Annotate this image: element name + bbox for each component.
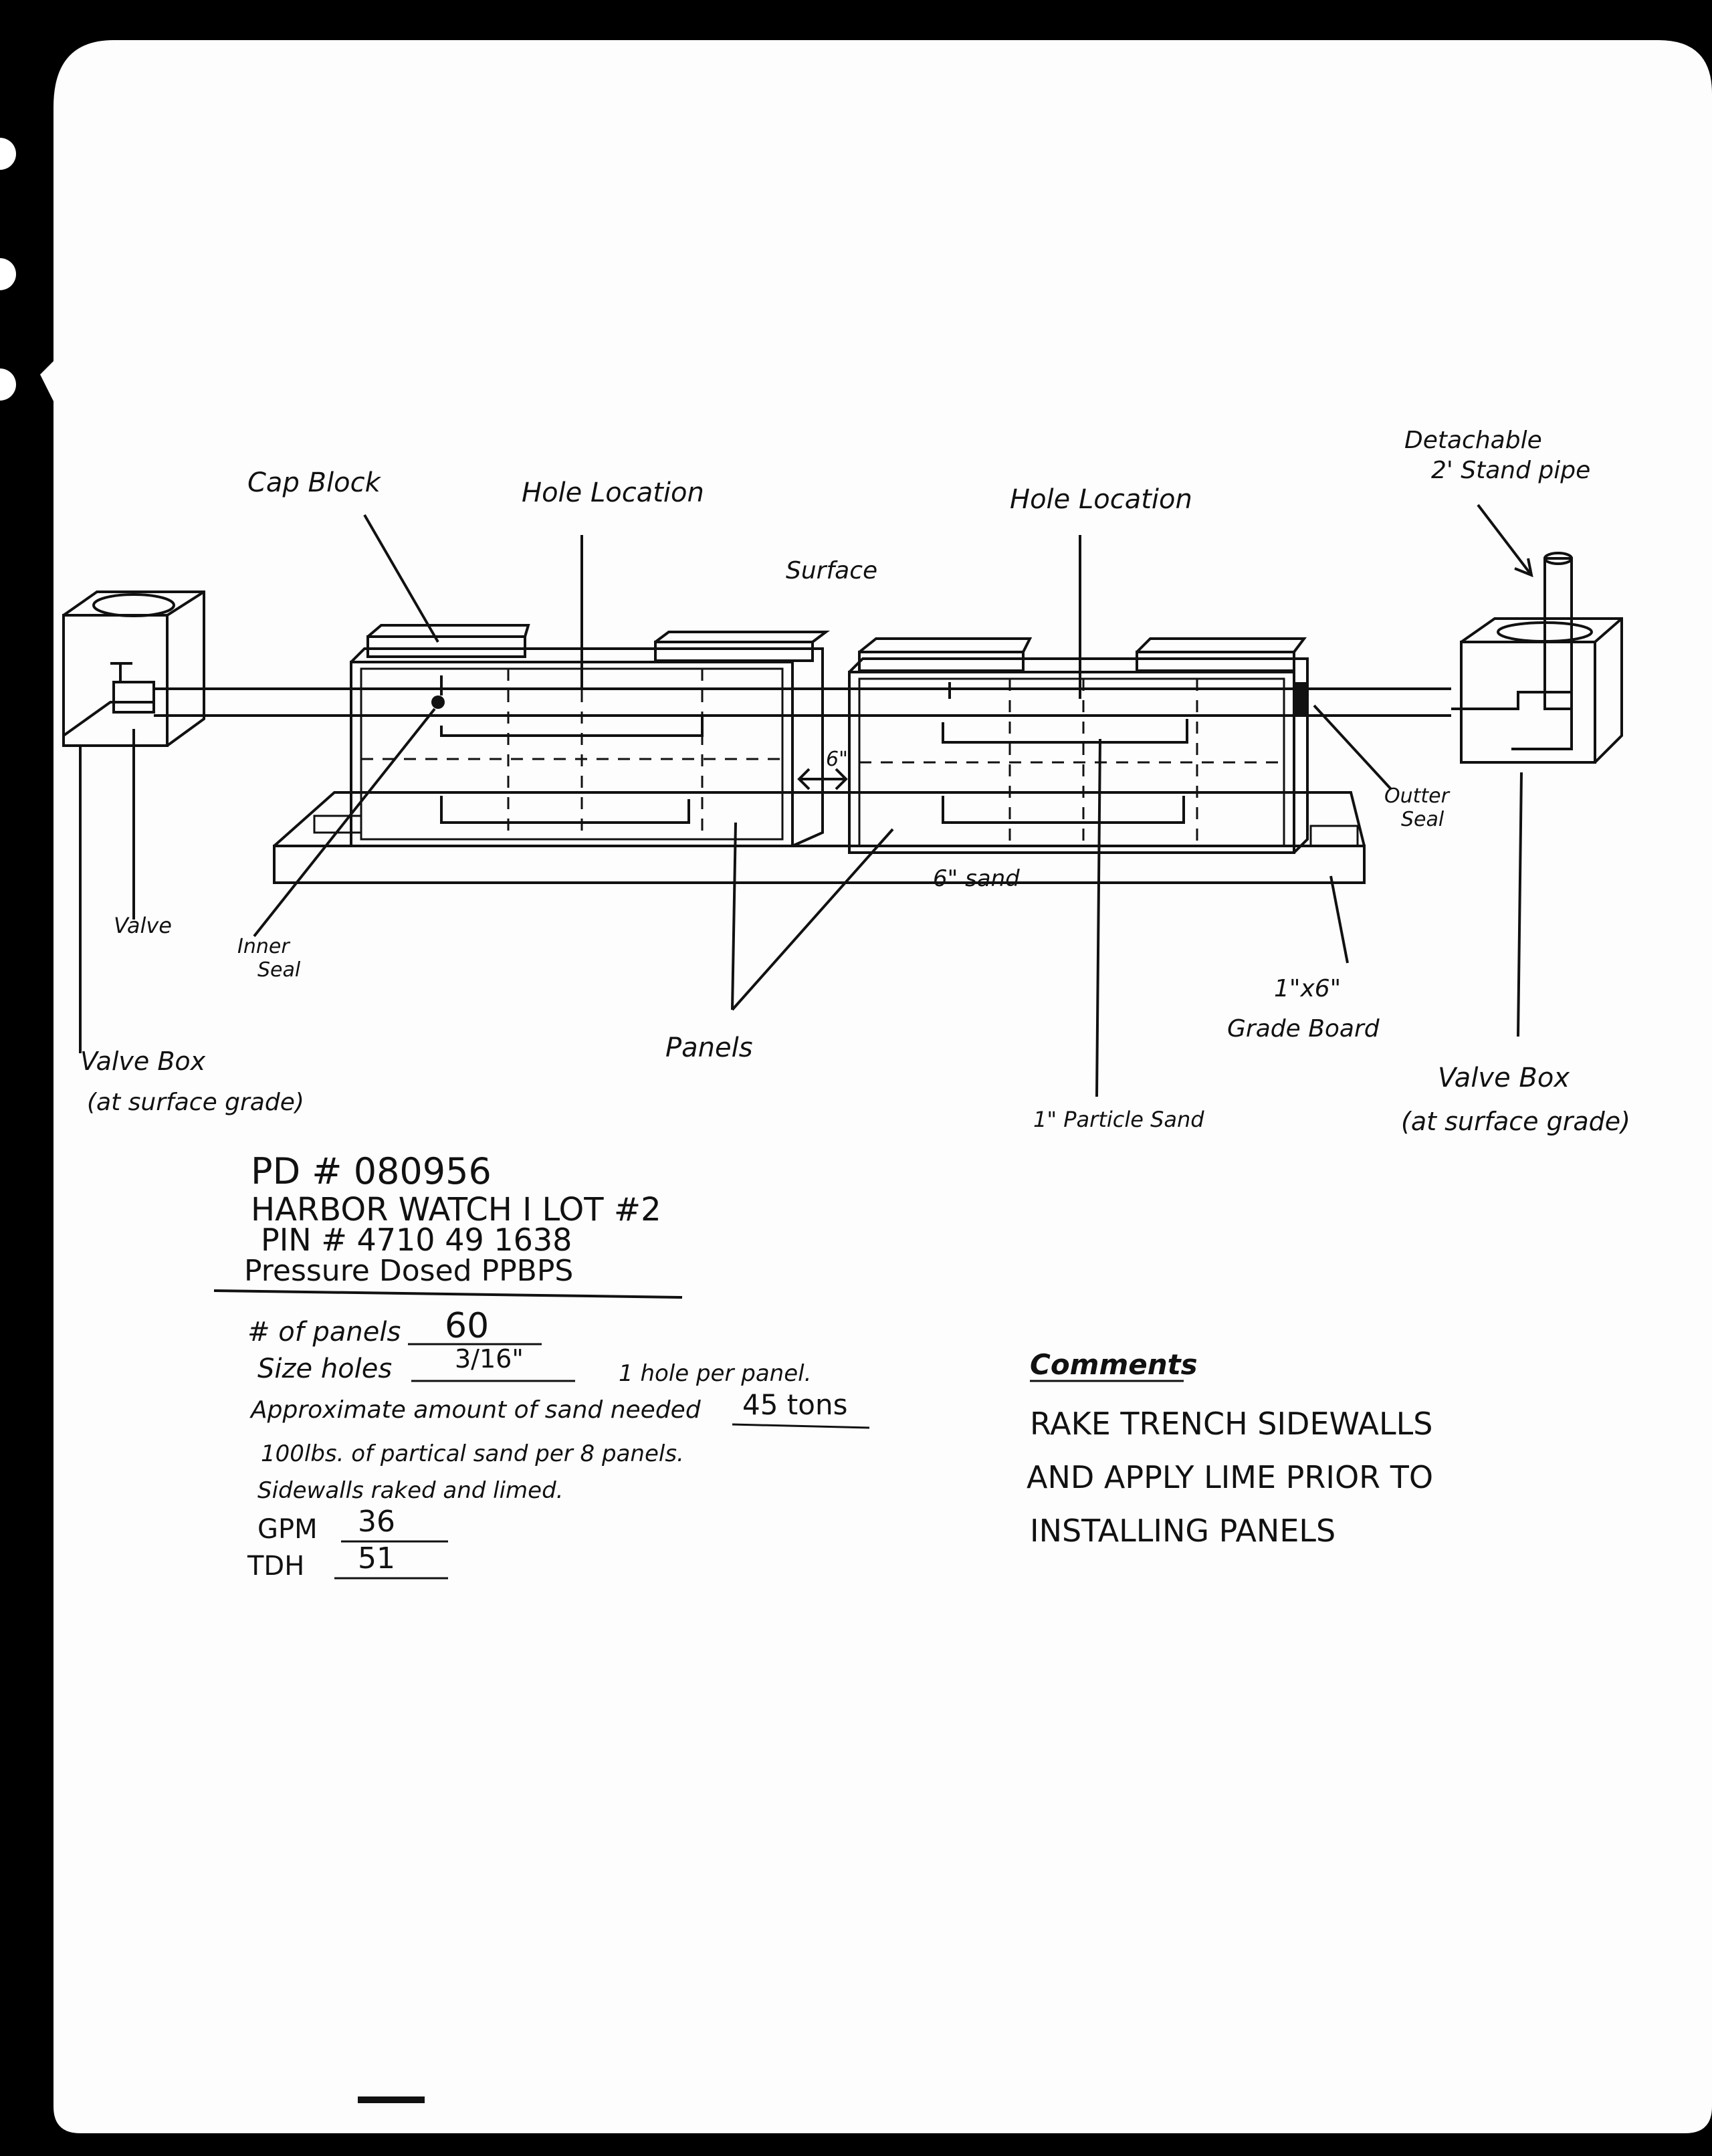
inner-seal-label-1: Inner: [237, 935, 290, 958]
panels-count-label: # of panels: [247, 1317, 401, 1348]
valve-box-left: [62, 590, 205, 747]
specs: # of panels 60 Size holes 3/16" 1 hole p…: [247, 1306, 870, 1582]
hole-location-right-label: Hole Location: [1010, 484, 1192, 515]
system-type: Pressure Dosed PPBPS: [244, 1254, 573, 1288]
hole-note: 1 hole per panel.: [619, 1360, 811, 1387]
distribution-pipe: [154, 687, 1451, 717]
hole-size-label: Size holes: [257, 1354, 392, 1384]
project-info: PD # 080956 HARBOR WATCH I LOT #2 PIN # …: [213, 1150, 683, 1299]
gpm-value: 36: [358, 1505, 395, 1539]
comments-heading: Comments: [1030, 1348, 1198, 1381]
sidewalls-note: Sidewalls raked and limed.: [257, 1477, 564, 1504]
diagram-labels: Cap Block Hole Location Surface Hole Loc…: [80, 427, 1630, 1136]
comment-line-2: AND APPLY LIME PRIOR TO: [1027, 1459, 1433, 1495]
grade-board-label: Grade Board: [1227, 1015, 1380, 1043]
hole-location-left-label: Hole Location: [522, 477, 704, 508]
paper-sheet: [40, 40, 1712, 2133]
panels-label: Panels: [665, 1033, 753, 1063]
panel-unit-right: [848, 637, 1309, 854]
particle-sand-label: 1" Particle Sand: [1033, 1107, 1204, 1132]
scan-smudge: [358, 2096, 425, 2103]
project-name: HARBOR WATCH I LOT #2: [251, 1191, 661, 1228]
binder-hole: [0, 258, 16, 290]
valve-box-right-grade-label: (at surface grade): [1401, 1107, 1630, 1136]
comment-line-1: RAKE TRENCH SIDEWALLS: [1030, 1406, 1432, 1442]
outter-seal-label-1: Outter: [1384, 784, 1451, 808]
six-inch-label: 6": [826, 748, 848, 771]
pin-number: PIN # 4710 49 1638: [261, 1222, 572, 1258]
hole-size-value: 3/16": [455, 1344, 524, 1374]
binder-hole: [0, 368, 16, 401]
sand-note: 100lbs. of partical sand per 8 panels.: [261, 1440, 684, 1467]
sand-label: Approximate amount of sand needed: [249, 1396, 702, 1424]
inner-seal-label-2: Seal: [257, 958, 301, 982]
six-inch-arrow: [797, 768, 848, 790]
leader-lines: [79, 504, 1533, 1097]
comments: Comments RAKE TRENCH SIDEWALLS AND APPLY…: [1027, 1348, 1433, 1549]
valve-box-left-label: Valve Box: [80, 1047, 206, 1076]
six-inch-sand-label: 6" sand: [933, 865, 1020, 892]
valve-box-left-grade-label: (at surface grade): [87, 1089, 304, 1116]
outter-seal-label-2: Seal: [1401, 808, 1444, 831]
panel-unit-left: [350, 624, 830, 847]
valve-box-right-label: Valve Box: [1438, 1063, 1570, 1093]
valve-label: Valve: [114, 913, 172, 938]
tdh-value: 51: [358, 1541, 395, 1576]
tdh-label: TDH: [247, 1551, 304, 1582]
detachable-label: Detachable: [1404, 427, 1542, 454]
sand-value: 45 tons: [742, 1388, 847, 1421]
cap-block-label: Cap Block: [247, 467, 382, 498]
surface-label: Surface: [786, 557, 877, 584]
grade-board-size-label: 1"x6": [1274, 975, 1341, 1002]
pd-number: PD # 080956: [251, 1150, 492, 1192]
stand-pipe-label: 2' Stand pipe: [1431, 457, 1590, 484]
valve-box-right: [1451, 552, 1623, 764]
panels-count-value: 60: [445, 1306, 489, 1346]
comment-line-3: INSTALLING PANELS: [1030, 1513, 1335, 1549]
gpm-label: GPM: [257, 1514, 318, 1545]
binder-hole: [0, 138, 16, 170]
